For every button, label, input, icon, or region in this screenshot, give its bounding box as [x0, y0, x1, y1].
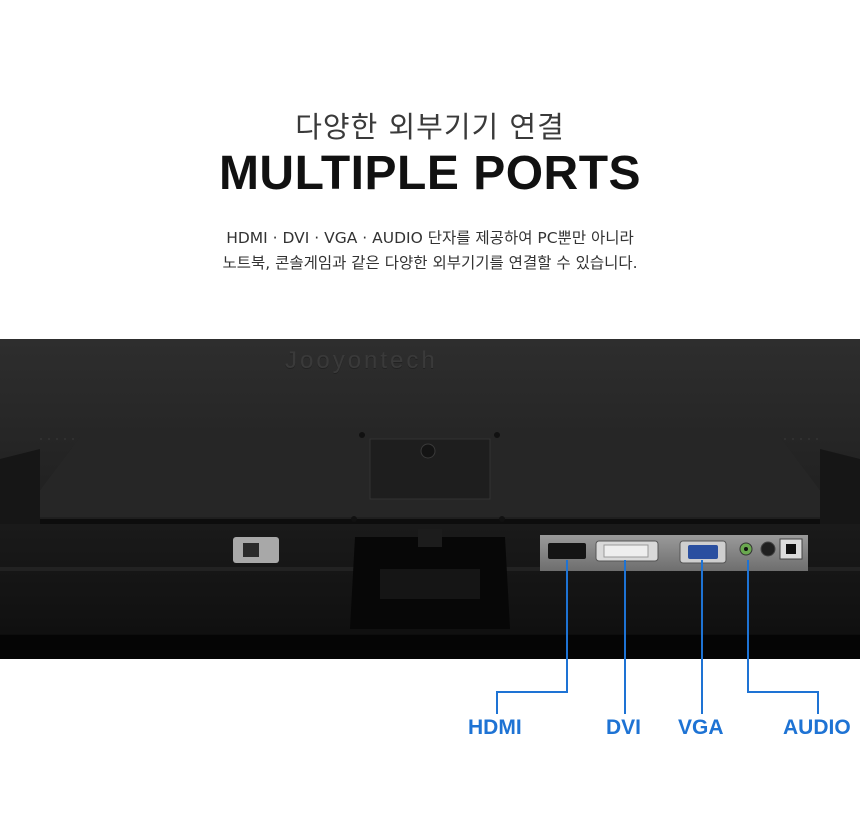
- hdmi-port: [548, 543, 586, 559]
- audio-label: AUDIO: [783, 716, 851, 739]
- hdmi-callout-line: [496, 560, 568, 714]
- description: HDMI · DVI · VGA · AUDIO 단자를 제공하여 PC뿐만 아…: [0, 226, 860, 276]
- vga-label: VGA: [678, 716, 724, 739]
- monitor-illustration: [0, 339, 860, 659]
- monitor-rear-photo: Jooyontech: [0, 339, 860, 659]
- korean-subtitle: 다양한 외부기기 연결: [295, 110, 565, 144]
- dvi-label: DVI: [606, 716, 642, 739]
- description-line-1: HDMI · DVI · VGA · AUDIO 단자를 제공하여 PC뿐만 아…: [226, 229, 634, 247]
- brand-logo: Jooyontech: [285, 347, 438, 374]
- page-title: MULTIPLE PORTS: [218, 147, 642, 200]
- hdmi-label: HDMI: [468, 716, 522, 739]
- bottom-bezel: [0, 635, 860, 659]
- description-line-2: 노트북, 콘솔게임과 같은 다양한 외부기기를 연결할 수 있습니다.: [222, 254, 638, 272]
- audio-callout-line: [747, 560, 819, 714]
